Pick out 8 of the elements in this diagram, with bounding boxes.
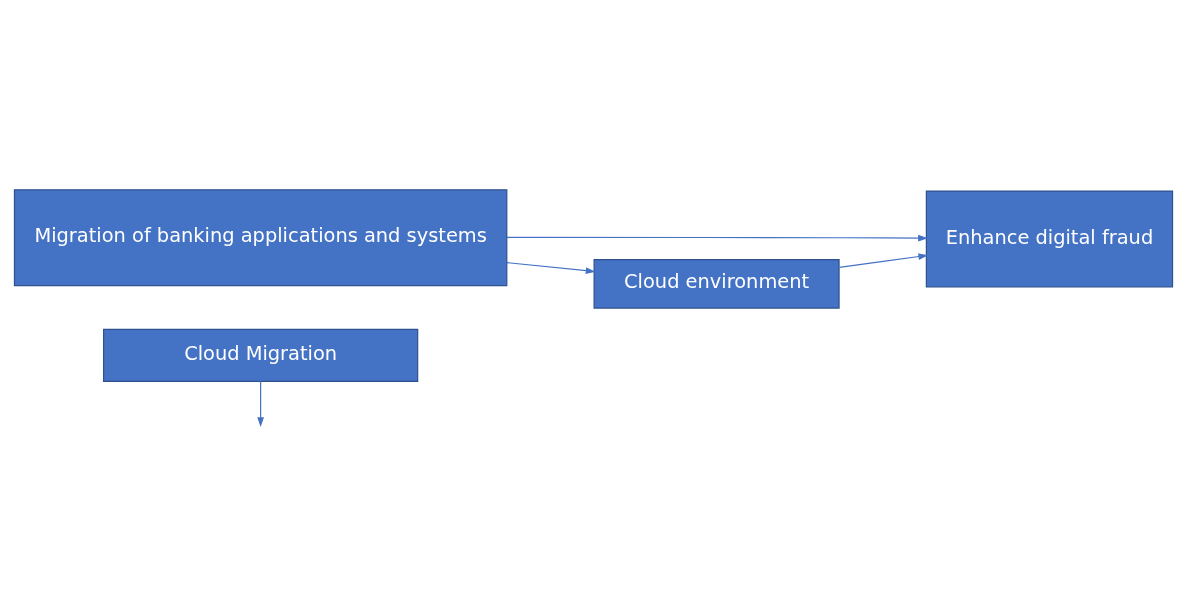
arrow [838,252,929,268]
node-box: Enhance digital fraud [925,189,1174,287]
arrow [257,380,265,427]
node-box: Cloud environment [593,258,840,309]
arrow [506,234,928,241]
arrow [506,261,596,274]
node-box: Cloud Migration [103,328,419,382]
node-box: Migration of banking applications and systems [13,188,508,286]
